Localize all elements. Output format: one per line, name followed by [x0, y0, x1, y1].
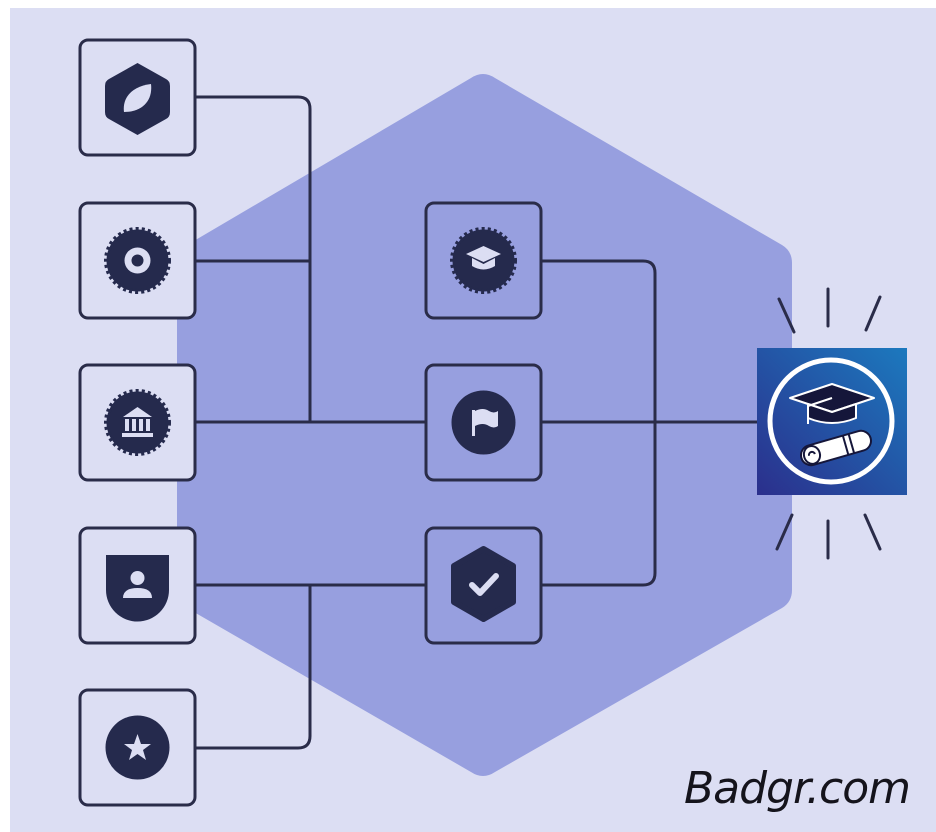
credit-text: Badgr.com	[683, 763, 911, 814]
source-badge-leaf	[78, 38, 197, 157]
checkmark-hexagon-icon	[451, 546, 516, 622]
pathway-badge-flag	[424, 363, 543, 482]
achievement-badge	[757, 287, 907, 560]
source-badge-person	[78, 526, 197, 645]
pathway-badge-check	[424, 526, 543, 645]
graduation-cap-seal-icon	[450, 227, 517, 294]
source-badge-institution	[78, 363, 197, 482]
person-shield-icon	[106, 555, 169, 622]
flag-circle-icon	[451, 390, 516, 455]
glow-rays	[775, 287, 882, 560]
target-seal-icon	[104, 227, 171, 294]
graduation-diploma-icon	[767, 357, 895, 485]
leaf-badge-icon	[105, 63, 170, 135]
source-badge-star	[78, 688, 197, 807]
source-badge-target	[78, 201, 197, 320]
pathway-badge-graduation	[424, 201, 543, 320]
star-circle-icon	[105, 715, 170, 780]
connector-lines	[196, 95, 757, 750]
institution-seal-icon	[104, 389, 171, 456]
